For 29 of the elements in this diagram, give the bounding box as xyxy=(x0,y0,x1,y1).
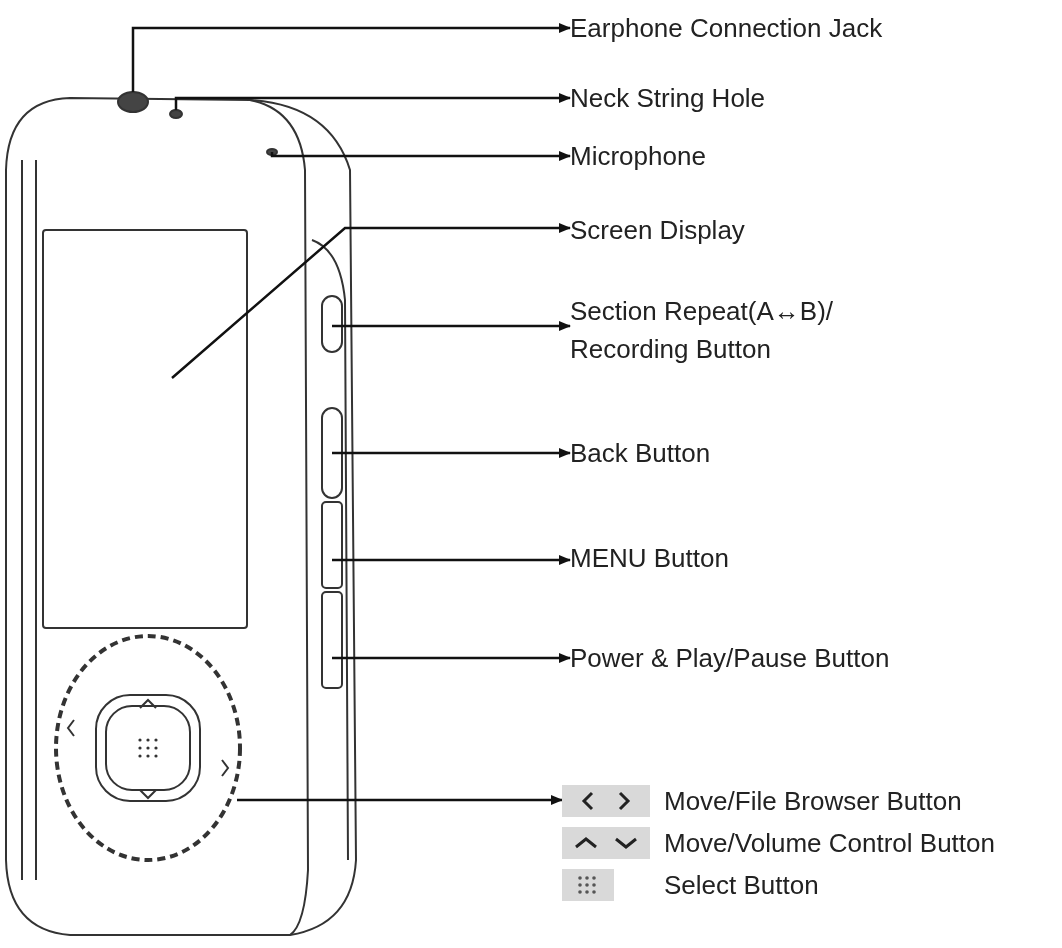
leader-line xyxy=(131,23,571,92)
callout-label: Power & Play/Pause Button xyxy=(570,639,900,677)
leader-line xyxy=(332,555,571,565)
screen xyxy=(42,229,248,629)
callout-label: Back Button xyxy=(570,434,900,472)
leader-line xyxy=(237,795,563,805)
callout-label: Neck String Hole xyxy=(570,79,900,117)
earphone-jack xyxy=(117,91,149,113)
microphone-hole xyxy=(266,148,278,156)
leader-line xyxy=(174,93,571,110)
callout-label: MENU Button xyxy=(570,539,900,577)
leader-line xyxy=(270,151,571,161)
callout-label: Move/Volume Control Button xyxy=(664,827,995,860)
side-button xyxy=(321,591,343,689)
leader-line xyxy=(332,653,571,663)
side-button xyxy=(321,407,343,499)
strap-hole xyxy=(169,109,183,119)
callout-label: Screen Display xyxy=(570,211,900,249)
callout-label: Select Button xyxy=(664,869,819,902)
callout-label: Earphone Connection Jack xyxy=(570,9,900,47)
leader-line xyxy=(332,321,571,331)
side-button xyxy=(321,295,343,353)
callout-label: Move/File Browser Button xyxy=(664,785,962,818)
leader-line xyxy=(171,223,571,379)
side-button xyxy=(321,501,343,589)
callout-label: Section Repeat(A↔B)/ Recording Button xyxy=(570,292,900,368)
leader-line xyxy=(332,448,571,458)
callout-label: Microphone xyxy=(570,137,900,175)
navigation-pad xyxy=(54,634,242,862)
